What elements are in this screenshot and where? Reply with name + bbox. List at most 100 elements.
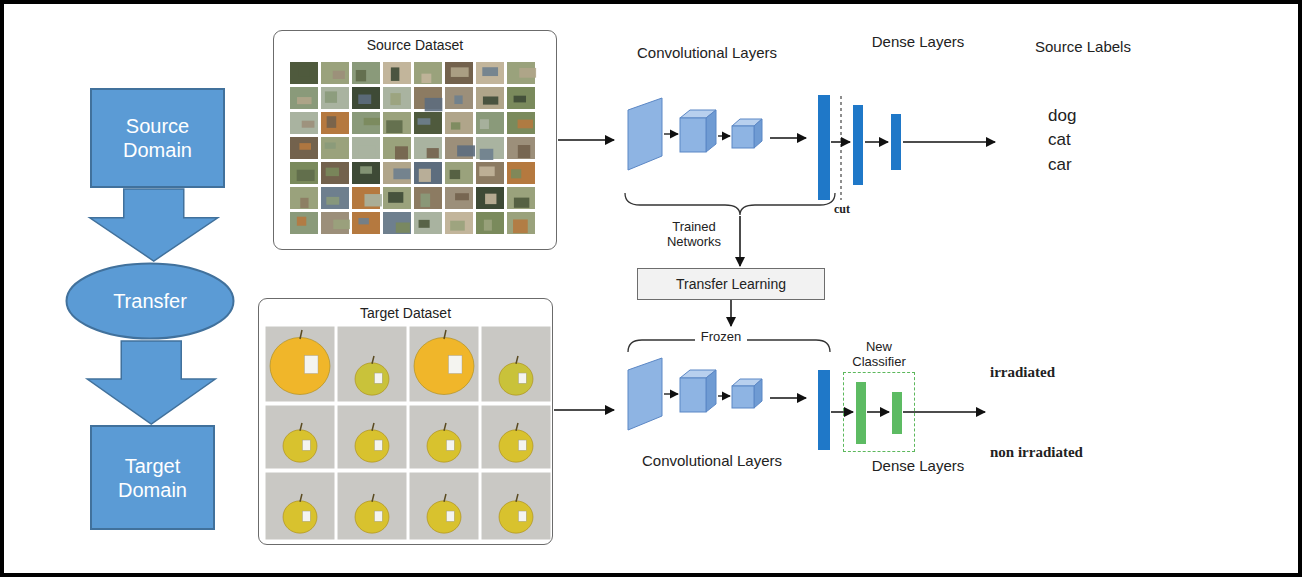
source-image <box>414 62 442 84</box>
source-image <box>321 137 349 159</box>
classifier-bar <box>856 382 866 444</box>
source-image-detail <box>326 197 339 205</box>
brace <box>628 340 695 352</box>
apple <box>499 430 533 462</box>
source-image-detail <box>396 223 410 233</box>
apple <box>355 501 389 533</box>
arrow-line <box>770 397 806 399</box>
source-image-detail <box>359 145 376 155</box>
source-image <box>383 112 411 134</box>
node-text: Source Domain <box>102 114 213 162</box>
source-image-detail <box>513 219 528 233</box>
apple-sticker <box>303 440 311 450</box>
apple-sticker <box>375 373 383 383</box>
source-image-detail <box>393 168 410 179</box>
source-image <box>476 112 504 134</box>
source-image <box>321 212 349 234</box>
apple-photo <box>409 405 479 469</box>
source-image-detail <box>299 143 311 150</box>
source-image-detail <box>450 170 461 179</box>
source-image-detail <box>450 221 465 231</box>
source-image-detail <box>519 68 536 78</box>
source-image-detail <box>485 194 496 204</box>
source-image-detail <box>297 217 306 226</box>
source-image <box>352 162 380 184</box>
source-image-detail <box>483 96 498 104</box>
cube-side <box>754 379 762 408</box>
node-inner: Source Dataset <box>274 31 556 249</box>
dense-bar <box>891 114 901 170</box>
arrow-line <box>664 133 678 134</box>
node-heading: Source Dataset <box>367 37 464 53</box>
source-image <box>290 162 318 184</box>
transfer-ellipse: Transfer <box>65 262 235 340</box>
domain-box: Target Domain <box>90 425 215 530</box>
apple-photo <box>409 472 479 540</box>
domain-box: Source Domain <box>90 88 225 188</box>
conv-layers-figure <box>628 358 806 430</box>
source-image-detail <box>327 116 337 128</box>
source-image <box>476 87 504 109</box>
source-image <box>352 112 380 134</box>
arrow-line <box>718 135 730 136</box>
source-image <box>507 187 535 209</box>
arrow-line <box>718 395 730 396</box>
source-image <box>383 162 411 184</box>
source-image-detail <box>451 67 469 77</box>
class-label: non irradiated <box>990 444 1083 461</box>
source-image <box>476 62 504 84</box>
source-image-detail <box>395 146 408 159</box>
source-image <box>321 187 349 209</box>
apple-photo <box>337 472 407 540</box>
source-image <box>507 212 535 234</box>
apple-sticker <box>375 511 383 521</box>
source-image-detail <box>302 121 315 128</box>
source-image-detail <box>356 70 366 81</box>
source-image <box>414 112 442 134</box>
source-image <box>352 62 380 84</box>
source-image-detail <box>297 170 315 181</box>
node-text: Transfer <box>113 289 187 313</box>
source-image-detail <box>358 218 368 224</box>
source-image-detail <box>419 169 431 182</box>
source-image-grid <box>290 62 536 234</box>
source-image <box>352 137 380 159</box>
apple-sticker <box>519 440 527 450</box>
source-image-detail <box>386 120 402 133</box>
source-image-detail <box>388 192 403 203</box>
apple-photo <box>265 472 335 540</box>
output-arrow <box>903 141 995 143</box>
apple-stem <box>516 356 518 364</box>
source-image <box>507 162 535 184</box>
class-label: irradiated <box>990 364 1055 381</box>
source-image <box>290 187 318 209</box>
apple-image-grid <box>265 326 551 540</box>
source-image <box>414 162 442 184</box>
arrow-line <box>865 141 888 143</box>
apple-photo <box>481 326 551 402</box>
source-image-detail <box>482 67 498 76</box>
apple-sticker <box>519 373 527 383</box>
dataset-panel: Target Dataset <box>258 298 553 545</box>
source-image-detail <box>360 166 372 173</box>
conv-slab <box>628 358 662 430</box>
source-image <box>290 62 318 84</box>
block-arrow <box>90 189 218 261</box>
source-image-detail <box>518 145 530 158</box>
cube-front <box>680 378 706 412</box>
input-arrow <box>558 139 614 141</box>
source-image <box>476 187 504 209</box>
source-image-detail <box>419 220 430 228</box>
cut-label: cut <box>834 203 850 217</box>
source-image-detail <box>457 145 475 156</box>
source-image-detail <box>391 67 400 81</box>
source-image-detail <box>364 118 380 125</box>
source-image <box>383 212 411 234</box>
apple-stem <box>444 423 446 431</box>
apple-stem <box>300 330 302 339</box>
source-image-detail <box>297 97 312 104</box>
process-box: Transfer Learning <box>637 268 825 300</box>
transfer-arrow <box>739 216 741 266</box>
